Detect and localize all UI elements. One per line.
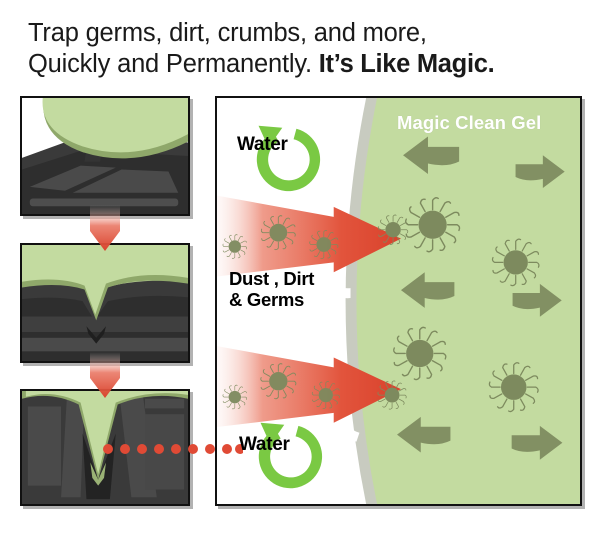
gel-blob-icon: [42, 98, 188, 153]
crevice-icon: [82, 433, 116, 500]
sequence-panel-2: [20, 243, 190, 363]
gel-diagram-illustration: [217, 98, 580, 504]
dirt-label: Dust , Dirt& Germs: [229, 268, 314, 310]
gel-title: Magic Clean Gel: [397, 112, 542, 133]
dirt-label-line-1: Dust , Dirt: [229, 268, 315, 289]
water-label-bottom: Water: [239, 434, 290, 455]
gel-body-icon: [25, 391, 188, 475]
panel-1-illustration: [22, 98, 188, 214]
headline: Trap germs, dirt, crumbs, and more, Quic…: [28, 18, 588, 80]
headline-emphasis: It’s Like Magic.: [318, 50, 495, 78]
dot-trail-dots: [103, 444, 243, 454]
connector-arrow-2: [90, 352, 120, 398]
panel-2-illustration: [22, 245, 188, 361]
headline-line-2: Quickly and Permanently. It’s Like Magic…: [28, 49, 588, 80]
water-label-top: Water: [237, 134, 288, 155]
gel-body-icon: [22, 245, 188, 315]
gel-diagram-panel: Water Dust , Dirt& Germs Water Magic Cle…: [215, 96, 582, 506]
headline-line-1: Trap germs, dirt, crumbs, and more,: [28, 19, 427, 47]
water-cycle-icon-top: [256, 125, 321, 192]
headline-line-2-regular: Quickly and Permanently.: [28, 50, 312, 78]
spacebar-icon: [29, 198, 179, 207]
water-cycle-icon-bottom: [258, 422, 323, 489]
dirt-arrow-icon: [217, 195, 401, 277]
key-icon: [27, 406, 62, 486]
key-icon: [72, 169, 179, 193]
dirt-stream-lower: [217, 346, 401, 428]
sequence-panel-1: [20, 96, 190, 216]
dirt-arrow-icon: [217, 346, 401, 428]
membrane-gap-icon: [333, 116, 360, 442]
key-icon: [29, 165, 116, 191]
connector-arrow-1: [90, 205, 120, 251]
dot-trail: [103, 444, 243, 454]
dirt-label-line-2: & Germs: [229, 289, 305, 310]
gel-fill: [356, 98, 580, 504]
dirt-stream-upper: [217, 195, 401, 277]
